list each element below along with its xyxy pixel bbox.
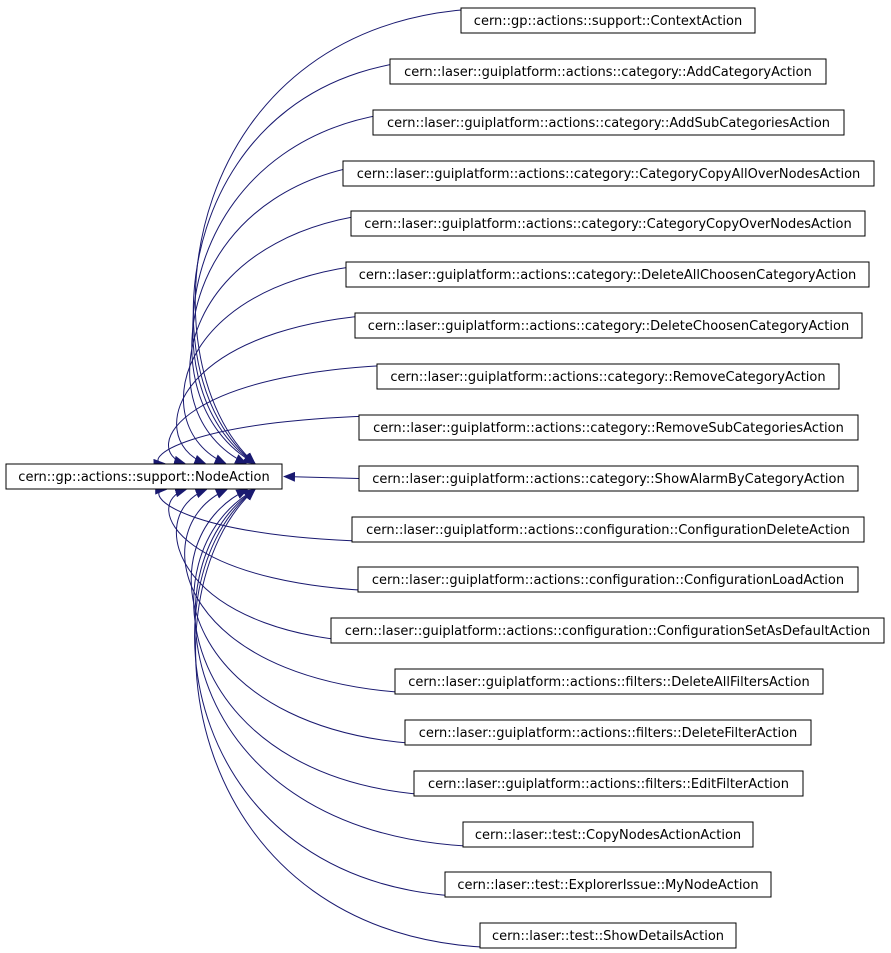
derived-class-node[interactable]: cern::laser::test::ExplorerIssue::MyNode… (444, 871, 772, 898)
derived-class-box (444, 871, 772, 898)
inheritance-edge (192, 109, 439, 465)
inheritance-edge (183, 261, 420, 464)
derived-class-node[interactable]: cern::laser::test::CopyNodesActionAction (462, 821, 754, 848)
derived-class-box (479, 922, 737, 949)
derived-class-node[interactable]: cern::laser::guiplatform::actions::categ… (342, 160, 875, 187)
inheritance-edge (190, 489, 454, 746)
inheritance-edge (153, 414, 429, 469)
inheritance-edge (176, 312, 426, 465)
derived-class-label: cern::laser::guiplatform::actions::categ… (387, 116, 830, 131)
derived-class-box (389, 58, 827, 85)
derived-class-box (342, 160, 875, 187)
derived-class-node[interactable]: cern::laser::guiplatform::actions::categ… (376, 363, 840, 390)
derived-class-box (372, 109, 845, 136)
derived-class-label: cern::laser::guiplatform::actions::filte… (419, 726, 798, 741)
derived-class-node[interactable]: cern::laser::guiplatform::actions::confi… (330, 617, 885, 644)
derived-class-label: cern::laser::guiplatform::actions::confi… (366, 523, 850, 538)
derived-class-box (394, 668, 824, 695)
derived-class-label: cern::laser::test::ExplorerIssue::MyNode… (457, 878, 758, 893)
derived-class-nodes: cern::gp::actions::support::ContextActio… (330, 7, 885, 949)
derived-class-node[interactable]: cern::laser::guiplatform::actions::confi… (351, 516, 865, 543)
derived-class-label: cern::laser::guiplatform::actions::categ… (373, 421, 844, 436)
inheritance-edge (194, 488, 485, 898)
inheritance-edge (155, 484, 414, 543)
derived-class-label: cern::gp::actions::support::ContextActio… (474, 14, 742, 29)
derived-class-node[interactable]: cern::laser::guiplatform::actions::categ… (350, 210, 866, 237)
derived-class-node[interactable]: cern::laser::guiplatform::actions::categ… (372, 109, 845, 136)
derived-class-node[interactable]: cern::laser::guiplatform::actions::categ… (354, 312, 863, 339)
derived-class-node[interactable]: cern::gp::actions::support::ContextActio… (460, 7, 756, 34)
base-class-label: cern::gp::actions::support::NodeAction (18, 470, 269, 485)
derived-class-node[interactable]: cern::laser::test::ShowDetailsAction (479, 922, 737, 949)
inheritance-edge (184, 489, 447, 695)
derived-class-box (345, 261, 870, 288)
derived-class-label: cern::laser::guiplatform::actions::categ… (368, 319, 849, 334)
inheritance-edge (194, 488, 498, 848)
derived-class-node[interactable]: cern::laser::guiplatform::actions::filte… (413, 770, 804, 797)
base-class-node[interactable]: cern::gp::actions::support::NodeAction (5, 463, 283, 490)
derived-class-node[interactable]: cern::laser::guiplatform::actions::filte… (404, 719, 812, 746)
derived-class-box (413, 770, 804, 797)
derived-class-node[interactable]: cern::laser::guiplatform::actions::categ… (345, 261, 870, 288)
derived-class-label: cern::laser::guiplatform::actions::categ… (404, 65, 812, 80)
derived-class-box (376, 363, 840, 390)
derived-class-node[interactable]: cern::laser::guiplatform::actions::filte… (394, 668, 824, 695)
inheritance-edge (175, 488, 398, 644)
derived-class-box (358, 414, 859, 441)
inheritance-edge (168, 363, 442, 466)
derived-class-label: cern::laser::guiplatform::actions::filte… (428, 777, 789, 792)
inheritance-edge (195, 488, 511, 949)
derived-class-label: cern::laser::test::CopyNodesActionAction (475, 828, 741, 843)
derived-class-box (330, 617, 885, 644)
derived-class-node[interactable]: cern::laser::guiplatform::actions::categ… (358, 414, 859, 441)
derived-class-label: cern::laser::guiplatform::actions::categ… (372, 472, 844, 487)
inheritance-edge (283, 471, 360, 482)
inheritance-edge (193, 489, 461, 797)
derived-class-node[interactable]: cern::laser::guiplatform::actions::categ… (389, 58, 827, 85)
derived-class-box (462, 821, 754, 848)
derived-class-box (350, 210, 866, 237)
derived-class-label: cern::laser::guiplatform::actions::filte… (408, 675, 809, 690)
derived-class-label: cern::laser::guiplatform::actions::categ… (359, 268, 857, 283)
inheritance-edge (194, 7, 503, 465)
derived-class-box (351, 516, 865, 543)
inheritance-edges (153, 7, 511, 949)
inheritance-edge (168, 487, 419, 593)
base-class-box (5, 463, 283, 490)
derived-class-label: cern::laser::guiplatform::actions::categ… (357, 167, 861, 182)
derived-class-box (460, 7, 756, 34)
derived-class-node[interactable]: cern::laser::guiplatform::actions::confi… (357, 566, 859, 593)
derived-class-label: cern::laser::guiplatform::actions::categ… (390, 370, 825, 385)
derived-class-node[interactable]: cern::laser::guiplatform::actions::categ… (358, 465, 859, 492)
derived-class-label: cern::laser::guiplatform::actions::confi… (345, 624, 871, 639)
derived-class-box (404, 719, 812, 746)
inheritance-edge (192, 58, 452, 465)
inheritance-edge (191, 160, 418, 464)
derived-class-label: cern::laser::test::ShowDetailsAction (492, 929, 724, 944)
derived-class-label: cern::laser::guiplatform::actions::categ… (364, 217, 851, 232)
derived-class-box (354, 312, 863, 339)
derived-class-label: cern::laser::guiplatform::actions::confi… (372, 573, 844, 588)
derived-class-box (357, 566, 859, 593)
derived-class-box (358, 465, 859, 492)
